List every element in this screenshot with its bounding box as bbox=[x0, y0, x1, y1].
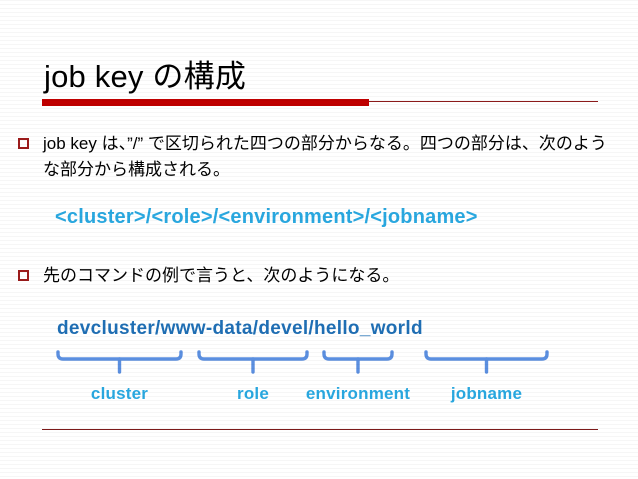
segment-label-jobname: jobname bbox=[450, 384, 523, 403]
title-divider bbox=[42, 99, 598, 106]
square-bullet-icon bbox=[18, 138, 29, 149]
footer-divider bbox=[42, 429, 598, 430]
underbrace-jobname bbox=[424, 350, 549, 376]
title-divider-thick-segment bbox=[42, 99, 369, 106]
bullet-item-1: job key は、”/” で区切られた四つの部分からなる。四つの部分は、次のよ… bbox=[18, 131, 626, 183]
title-divider-thin-segment bbox=[369, 101, 598, 102]
page-title: job key の構成 bbox=[44, 59, 247, 94]
segment-label-environment: environment bbox=[305, 384, 411, 403]
job-key-example-text: devcluster/www-data/devel/hello_world bbox=[57, 318, 423, 339]
bullet-item-2: 先のコマンドの例で言うと、次のようになる。 bbox=[18, 263, 618, 289]
underbrace-environment bbox=[322, 350, 394, 376]
segment-label-role: role bbox=[237, 384, 269, 403]
segment-label-cluster: cluster bbox=[90, 384, 149, 403]
underbrace-role bbox=[197, 350, 309, 376]
underbrace-cluster bbox=[56, 350, 183, 376]
square-bullet-icon bbox=[18, 270, 29, 281]
job-key-pattern-text: <cluster>/<role>/<environment>/<jobname> bbox=[55, 206, 478, 228]
bullet-item-1-label: job key は、”/” で区切られた四つの部分からなる。四つの部分は、次のよ… bbox=[43, 134, 607, 179]
bullet-item-2-label: 先のコマンドの例で言うと、次のようになる。 bbox=[43, 266, 400, 285]
